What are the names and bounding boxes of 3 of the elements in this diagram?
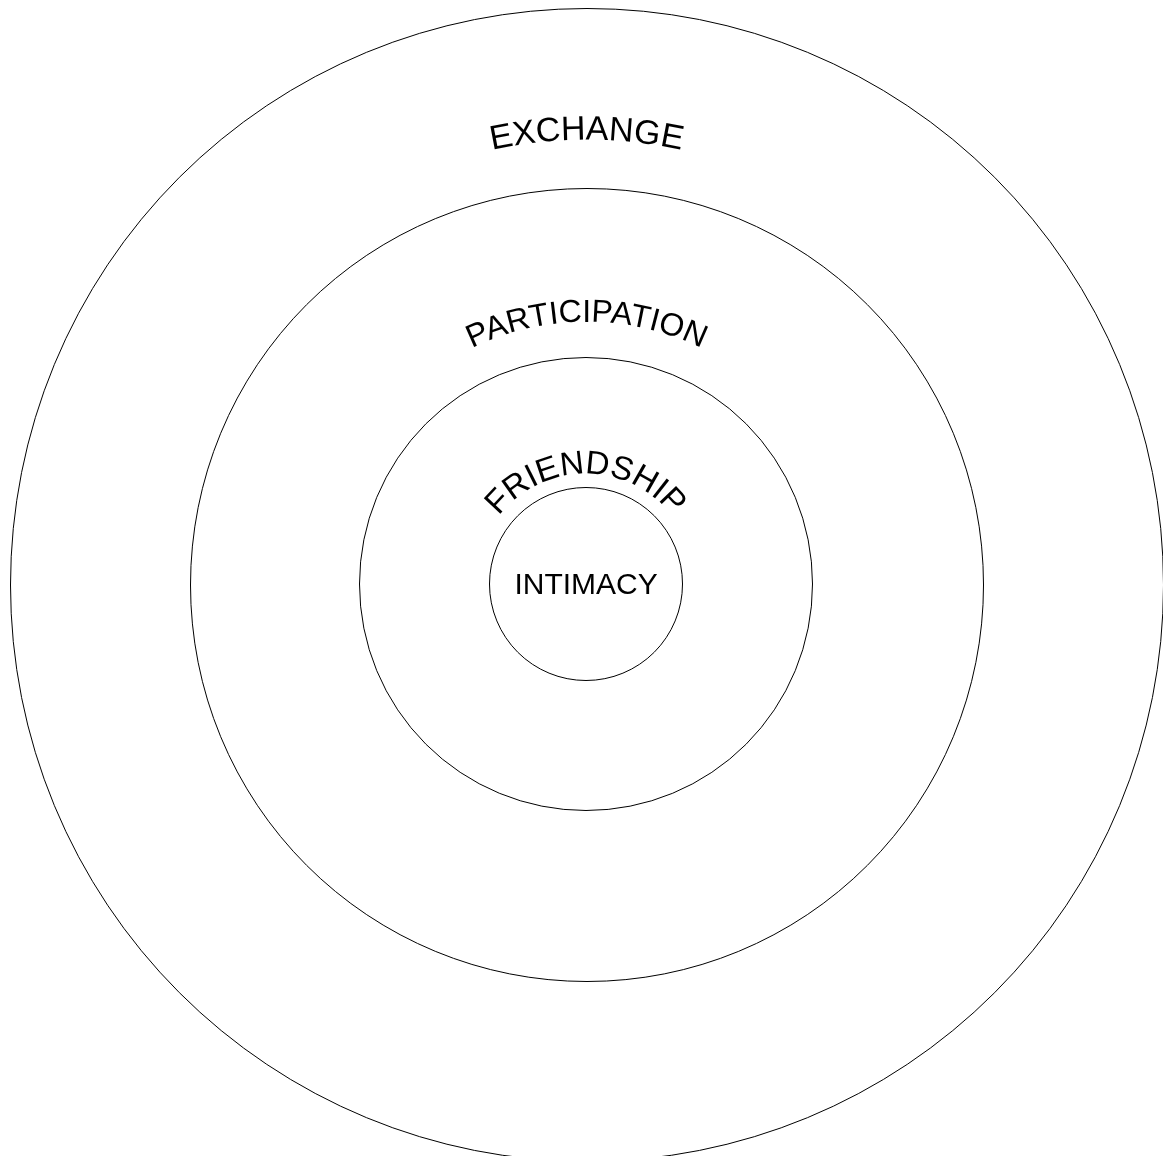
ring-label: PARTICIPATION [459,292,713,354]
ring-label: EXCHANGE [486,108,688,157]
ring-label: INTIMACY [513,567,659,602]
